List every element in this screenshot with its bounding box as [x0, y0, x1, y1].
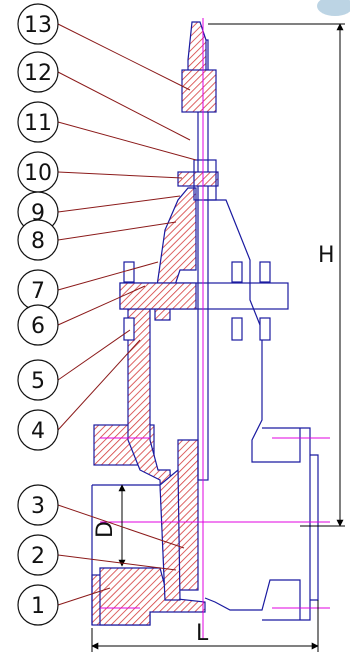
callout-8-circle: [17, 219, 59, 261]
bolt-4: [123, 317, 135, 341]
center-lines: [100, 18, 330, 640]
seat-ring: [159, 468, 181, 601]
right-flanges: [262, 427, 319, 621]
callout-bubbles: [17, 3, 59, 626]
dimension-h: H: [318, 243, 335, 268]
bonnet-flange-section: [119, 282, 197, 310]
callout-6-circle: [17, 304, 59, 346]
bolts: [123, 261, 271, 341]
callout-7: 7: [31, 279, 45, 304]
bolt-1: [123, 261, 135, 283]
callout-2-circle: [17, 534, 59, 576]
callout-2: 2: [31, 544, 45, 569]
corner-shadow: [317, 0, 350, 16]
dimensions: [91, 23, 345, 652]
callout-12-circle: [17, 51, 59, 93]
cap-nut: [181, 69, 217, 113]
bolt-2: [231, 261, 243, 283]
left-port: [99, 567, 206, 626]
callout-1: 1: [31, 594, 45, 619]
callout-5: 5: [31, 369, 45, 394]
callout-3-circle: [17, 484, 59, 526]
callout-labels: 13 12 11 10 9 8 7 6 5 4 3 2 1: [24, 13, 52, 619]
valve-body: [91, 21, 319, 626]
body-outline-left: [91, 484, 160, 625]
bolt-3: [259, 261, 271, 283]
dimension-d: D: [93, 521, 118, 538]
callout-12: 12: [24, 61, 52, 86]
callout-leaders: [57, 23, 197, 606]
bolt-6: [259, 317, 271, 341]
callout-11-circle: [17, 101, 59, 143]
callout-3: 3: [31, 494, 45, 519]
callout-1-circle: [17, 584, 59, 626]
gland: [177, 171, 219, 187]
callout-9: 9: [31, 201, 45, 226]
body-outline-right: [204, 199, 301, 620]
dimension-l: L: [196, 621, 209, 646]
callout-11: 11: [24, 111, 52, 136]
callout-5-circle: [17, 359, 59, 401]
callout-4-circle: [17, 409, 59, 451]
callout-8: 8: [31, 229, 45, 254]
wedge: [177, 439, 199, 591]
callout-6: 6: [31, 314, 45, 339]
bolt-5: [231, 317, 243, 341]
callout-10: 10: [24, 161, 52, 186]
gland-box: [193, 159, 217, 201]
callout-13-circle: [17, 3, 59, 45]
callout-4: 4: [31, 419, 45, 444]
callout-13: 13: [24, 13, 52, 38]
